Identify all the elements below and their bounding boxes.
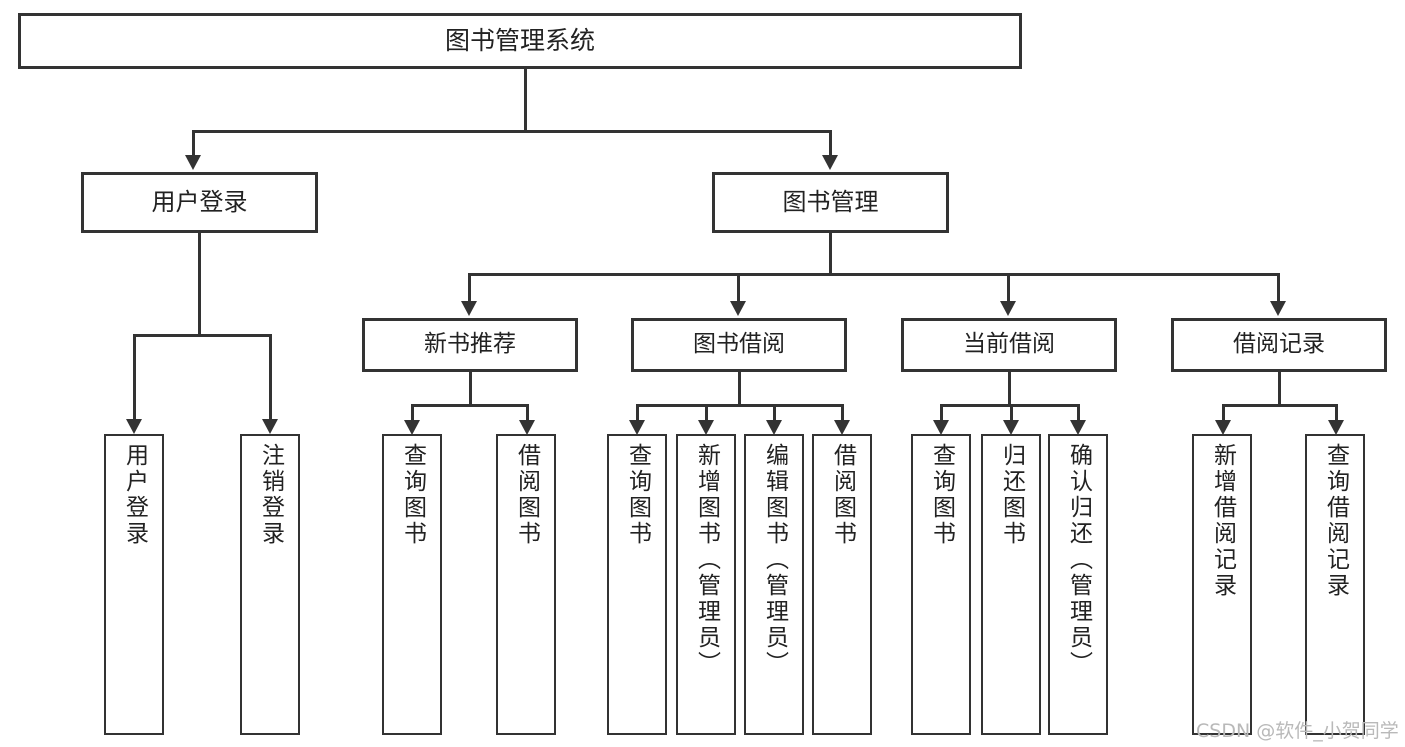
node-user-login[interactable]: 用户登录 — [81, 172, 318, 233]
connector-user-login-bus — [133, 334, 271, 337]
connector-user-login-stem — [198, 233, 201, 336]
node-book-management[interactable]: 图书管理 — [712, 172, 949, 233]
connector-user-login-to-leaf-1 — [133, 334, 136, 421]
node-leaf-query-book-3[interactable]: 查询图书 — [911, 434, 971, 735]
connector-bb-leaf-2 — [705, 404, 708, 422]
node-leaf-user-login[interactable]: 用户登录 — [104, 434, 164, 735]
node-leaf-borrow-book-1[interactable]: 借阅图书 — [496, 434, 556, 735]
connector-cb-leaf-2 — [1010, 404, 1013, 422]
connector-nbr-leaf-2 — [526, 404, 529, 422]
connector-bm-to-borrow-record — [1277, 273, 1280, 303]
connector-book-borrow-bus — [636, 404, 843, 407]
csdn-watermark: CSDN @软件_小贺同学 — [1196, 720, 1399, 742]
node-leaf-query-record[interactable]: 查询借阅记录 — [1305, 434, 1365, 735]
connector-bb-leaf-4 — [841, 404, 844, 422]
connector-current-borrow-stem — [1008, 372, 1011, 406]
connector-bm-to-new-book-recommend — [468, 273, 471, 303]
node-label: 查询图书 — [928, 443, 955, 547]
arrowhead-br-leaf-1 — [1215, 420, 1231, 435]
node-leaf-add-book[interactable]: 新增图书（管理员） — [676, 434, 736, 735]
node-leaf-logout-login[interactable]: 注销登录 — [240, 434, 300, 735]
connector-user-login-to-leaf-2 — [269, 334, 272, 421]
connector-current-borrow-bus — [940, 404, 1079, 407]
connector-root-to-book-management — [829, 130, 832, 157]
connector-book-borrow-stem — [738, 372, 741, 406]
connector-bb-leaf-3 — [773, 404, 776, 422]
arrowhead-br-leaf-2 — [1328, 420, 1344, 435]
arrowhead-bb-leaf-3 — [766, 420, 782, 435]
arrowhead-root-to-book-management — [822, 155, 838, 170]
arrowhead-nbr-leaf-2 — [519, 420, 535, 435]
node-label: 注销登录 — [257, 443, 284, 547]
node-leaf-query-book-1[interactable]: 查询图书 — [382, 434, 442, 735]
node-label: 当前借阅 — [963, 331, 1055, 358]
connector-br-leaf-2 — [1335, 404, 1338, 422]
connector-cb-leaf-1 — [940, 404, 943, 422]
arrowhead-cb-leaf-3 — [1070, 420, 1086, 435]
node-leaf-edit-book[interactable]: 编辑图书（管理员） — [744, 434, 804, 735]
node-label: 用户登录 — [151, 188, 248, 217]
connector-root-bus — [192, 130, 832, 133]
connector-new-book-recommend-stem — [469, 372, 472, 406]
connector-borrow-record-bus — [1222, 404, 1337, 407]
connector-borrow-record-stem — [1278, 372, 1281, 406]
connector-book-management-bus — [468, 273, 1280, 276]
connector-new-book-recommend-bus — [411, 404, 528, 407]
arrowhead-nbr-leaf-1 — [404, 420, 420, 435]
connector-bb-leaf-1 — [636, 404, 639, 422]
connector-br-leaf-1 — [1222, 404, 1225, 422]
arrowhead-bb-leaf-4 — [834, 420, 850, 435]
connector-root-to-user-login — [192, 130, 195, 157]
node-label: 用户登录 — [121, 443, 148, 547]
node-borrow-record[interactable]: 借阅记录 — [1171, 318, 1387, 372]
node-label: 图书管理系统 — [444, 26, 595, 56]
node-label: 新增图书（管理员） — [693, 443, 720, 677]
connector-root-stem — [524, 69, 527, 132]
node-label: 新书推荐 — [424, 331, 516, 358]
node-label: 查询图书 — [399, 443, 426, 547]
arrowhead-user-login-leaf-2 — [262, 419, 278, 434]
node-label: 编辑图书（管理员） — [761, 443, 788, 677]
node-current-borrow[interactable]: 当前借阅 — [901, 318, 1117, 372]
arrowhead-bm-new-book-recommend — [461, 301, 477, 316]
arrowhead-bb-leaf-1 — [629, 420, 645, 435]
node-label: 借阅记录 — [1233, 331, 1325, 358]
node-leaf-add-record[interactable]: 新增借阅记录 — [1192, 434, 1252, 735]
arrowhead-user-login-leaf-1 — [126, 419, 142, 434]
connector-bm-to-current-borrow — [1007, 273, 1010, 303]
node-new-book-recommend[interactable]: 新书推荐 — [362, 318, 578, 372]
node-leaf-borrow-book-2[interactable]: 借阅图书 — [812, 434, 872, 735]
arrowhead-cb-leaf-2 — [1003, 420, 1019, 435]
connector-book-management-stem — [829, 233, 832, 275]
node-book-borrow[interactable]: 图书借阅 — [631, 318, 847, 372]
node-label: 新增借阅记录 — [1209, 443, 1236, 599]
node-root-system[interactable]: 图书管理系统 — [18, 13, 1022, 69]
node-label: 查询借阅记录 — [1322, 443, 1349, 599]
node-label: 借阅图书 — [829, 443, 856, 547]
arrowhead-bm-book-borrow — [730, 301, 746, 316]
node-label: 确认归还（管理员） — [1065, 443, 1092, 677]
arrowhead-root-to-user-login — [185, 155, 201, 170]
node-label: 借阅图书 — [513, 443, 540, 547]
connector-cb-leaf-3 — [1077, 404, 1080, 422]
connector-bm-to-book-borrow — [737, 273, 740, 303]
node-label: 归还图书 — [998, 443, 1025, 547]
arrowhead-bb-leaf-2 — [698, 420, 714, 435]
node-label: 图书管理 — [782, 188, 879, 217]
node-label: 图书借阅 — [693, 331, 785, 358]
node-leaf-return-book[interactable]: 归还图书 — [981, 434, 1041, 735]
arrowhead-cb-leaf-1 — [933, 420, 949, 435]
node-leaf-query-book-2[interactable]: 查询图书 — [607, 434, 667, 735]
arrowhead-bm-borrow-record — [1270, 301, 1286, 316]
node-label: 查询图书 — [624, 443, 651, 547]
connector-nbr-leaf-1 — [411, 404, 414, 422]
arrowhead-bm-current-borrow — [1000, 301, 1016, 316]
node-leaf-confirm-return[interactable]: 确认归还（管理员） — [1048, 434, 1108, 735]
